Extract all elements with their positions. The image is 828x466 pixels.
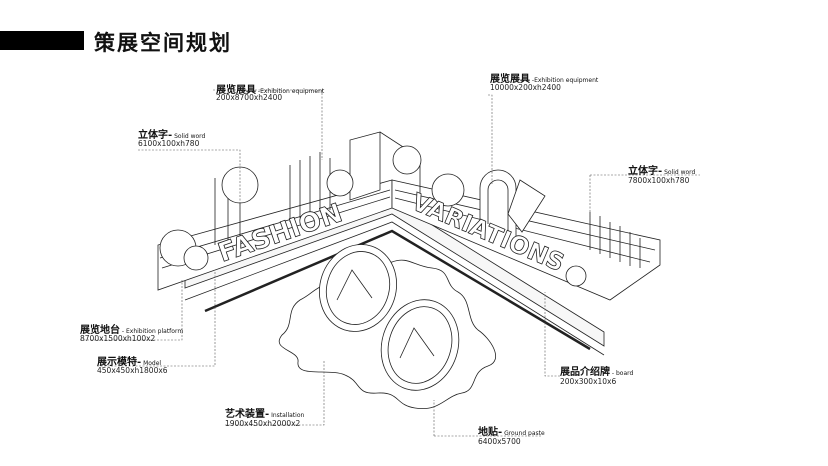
left-exhibition-wall	[157, 131, 393, 291]
dim-platform: 8700x1500xh100x2	[80, 334, 156, 343]
label-solid-word-right: 立体字- Solid word	[628, 166, 696, 177]
art-installation-1	[318, 244, 398, 332]
dim-solid-word-right: 7800x100xh780	[628, 176, 690, 185]
label-solid-word-left: 立体字- Solid word	[138, 130, 206, 141]
dim-board: 200x300x10x6	[560, 377, 617, 386]
label-equipment-left: 展览展具 -Exhibition equipment	[216, 85, 325, 96]
label-ground-paste: 地贴- Ground paste	[478, 427, 545, 438]
title-bar-marker	[0, 31, 84, 50]
label-installation: 艺术装置- Installation	[225, 409, 305, 420]
dim-equipment-right: 10000x200xh2400	[490, 83, 561, 92]
dim-ground-paste: 6400x5700	[478, 437, 521, 446]
leader-lines	[80, 89, 700, 437]
right-exhibition-wall	[379, 131, 661, 301]
art-installation-2	[380, 299, 460, 391]
label-platform: 展览地台 - Exhibition platform	[80, 325, 184, 336]
label-board: 展品介绍牌 - board	[560, 367, 634, 378]
label-equipment-right: 展览展具 -Exhibition equipment	[490, 74, 599, 85]
dim-installation: 1900x450xh2000x2	[225, 419, 301, 428]
dim-equipment-left: 200x8700xh2400	[216, 93, 283, 102]
dim-model: 450x450xh1800x6	[97, 366, 168, 375]
page-title: 策展空间规划	[94, 31, 232, 55]
dim-solid-word-left: 6100x100xh780	[138, 139, 200, 148]
label-model: 展示模特- Model	[97, 357, 162, 368]
